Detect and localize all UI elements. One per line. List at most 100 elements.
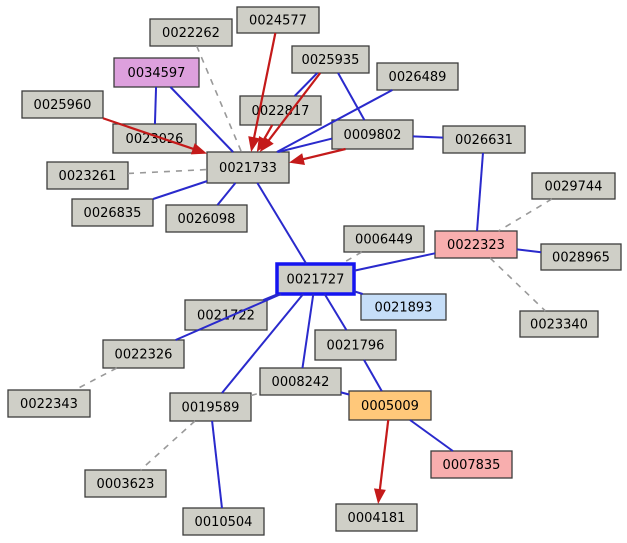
node-0022262[interactable]: 0022262 [149, 18, 233, 47]
node-0019589[interactable]: 0019589 [169, 392, 252, 422]
edge-0006449-0021727 [340, 251, 363, 265]
node-0025960[interactable]: 0025960 [21, 90, 104, 119]
node-label: 0026098 [178, 212, 236, 227]
node-label: 0023340 [530, 318, 588, 333]
edge-0029744-0022323 [498, 198, 553, 232]
edge-0025935-0022817 [294, 72, 318, 97]
edge-0009802-0026631 [412, 135, 444, 139]
node-0023340[interactable]: 0023340 [519, 310, 599, 338]
edge-0024577-0021733 [248, 32, 277, 152]
node-label: 0026631 [455, 133, 513, 148]
arrowhead [248, 136, 261, 152]
edge-0009802-0021733 [289, 147, 346, 165]
edge-layer [74, 32, 553, 509]
edge-0022323-0021727 [353, 252, 436, 272]
edge-0025935-0009802 [337, 72, 366, 121]
node-0026835[interactable]: 0026835 [71, 198, 154, 227]
edge-0034597-0021733 [169, 86, 234, 153]
arrowhead [289, 153, 305, 165]
node-0021727[interactable]: 0021727 [275, 262, 356, 296]
node-label: 0021722 [197, 309, 255, 324]
node-0034597[interactable]: 0034597 [113, 57, 200, 88]
node-0021796[interactable]: 0021796 [314, 329, 397, 361]
node-0028965[interactable]: 0028965 [540, 243, 622, 271]
node-label: 0022343 [20, 397, 78, 412]
edge-0005009-0004181 [373, 419, 390, 504]
node-layer: 0024577 0022262 0025935 0026489 0034597 00259… [7, 6, 622, 536]
node-0022817[interactable]: 0022817 [239, 95, 322, 126]
node-label: 0006449 [355, 233, 413, 248]
node-label: 0029744 [545, 180, 603, 195]
edge-0026835-0021733 [152, 180, 208, 200]
arrowhead [373, 488, 386, 504]
node-label: 0008242 [272, 375, 330, 390]
node-label: 0023261 [59, 169, 117, 184]
arrowhead [190, 143, 207, 155]
node-0006449[interactable]: 0006449 [343, 225, 425, 253]
node-0005009[interactable]: 0005009 [348, 390, 432, 421]
edge-0021796-0005009 [363, 359, 383, 392]
arrowhead [256, 135, 270, 152]
node-0029744[interactable]: 0029744 [531, 172, 616, 200]
node-label: 0009802 [344, 128, 402, 143]
node-0021893[interactable]: 0021893 [360, 293, 447, 321]
node-label: 0034597 [128, 66, 186, 81]
edge-0021727-0008242 [301, 293, 315, 369]
node-0010504[interactable]: 0010504 [182, 507, 265, 536]
node-label: 0026835 [84, 206, 142, 221]
node-label: 0022323 [447, 238, 505, 253]
edge-0021727-0021722 [262, 293, 278, 301]
node-label: 0021727 [287, 273, 345, 288]
node-label: 0003623 [97, 477, 155, 492]
node-label: 0028965 [552, 251, 610, 266]
node-label: 0005009 [361, 399, 419, 414]
node-label: 0024577 [249, 14, 307, 29]
edge-0021727-0021796 [323, 293, 348, 331]
node-label: 0021796 [327, 339, 385, 354]
edge-0019589-0010504 [211, 420, 223, 509]
node-0022343[interactable]: 0022343 [7, 389, 91, 418]
node-0021733[interactable]: 0021733 [206, 151, 290, 184]
node-label: 0026489 [389, 70, 447, 85]
node-0023026[interactable]: 0023026 [112, 123, 197, 154]
edge-0025960-0021733 [102, 117, 207, 155]
node-0026098[interactable]: 0026098 [165, 204, 248, 233]
node-0022323[interactable]: 0022323 [434, 230, 518, 259]
edge-0021727-0021893 [353, 290, 363, 295]
node-label: 0022326 [115, 348, 173, 363]
node-0008242[interactable]: 0008242 [259, 367, 342, 396]
node-0004181[interactable]: 0004181 [335, 503, 418, 532]
node-0026489[interactable]: 0026489 [376, 62, 459, 91]
edge-0022326-0022343 [74, 367, 118, 391]
edge-0026631-0022323 [476, 152, 484, 232]
edge-0026098-0021733 [216, 182, 237, 206]
edge-0019589-0003623 [139, 420, 196, 471]
node-label: 0021893 [375, 301, 433, 316]
edge-0021733-0021727 [256, 182, 308, 265]
edge-0022817-0021733 [256, 124, 274, 152]
edge-0021727-0019589 [221, 293, 304, 394]
edge-0026489-0021733 [276, 89, 393, 153]
node-label: 0004181 [348, 511, 406, 526]
node-label: 0023026 [126, 132, 184, 147]
node-0022326[interactable]: 0022326 [102, 339, 185, 369]
edge-0021727-0022326 [175, 293, 282, 341]
node-0023261[interactable]: 0023261 [46, 161, 129, 190]
edge-0023261-0021733 [127, 168, 208, 175]
node-label: 0019589 [182, 401, 240, 416]
node-0024577[interactable]: 0024577 [236, 6, 320, 34]
node-0026631[interactable]: 0026631 [442, 125, 526, 154]
edge-0022323-0023340 [489, 257, 546, 312]
node-0009802[interactable]: 0009802 [331, 119, 414, 150]
edge-0034597-0023026 [153, 86, 158, 125]
node-label: 0025935 [302, 53, 360, 68]
node-label: 0021733 [219, 161, 277, 176]
node-0003623[interactable]: 0003623 [84, 469, 167, 498]
node-label: 0022262 [162, 26, 220, 41]
node-0007835[interactable]: 0007835 [430, 450, 513, 479]
edge-0008242-0005009 [340, 391, 350, 396]
node-0025935[interactable]: 0025935 [291, 45, 370, 74]
node-label: 0025960 [34, 98, 92, 113]
